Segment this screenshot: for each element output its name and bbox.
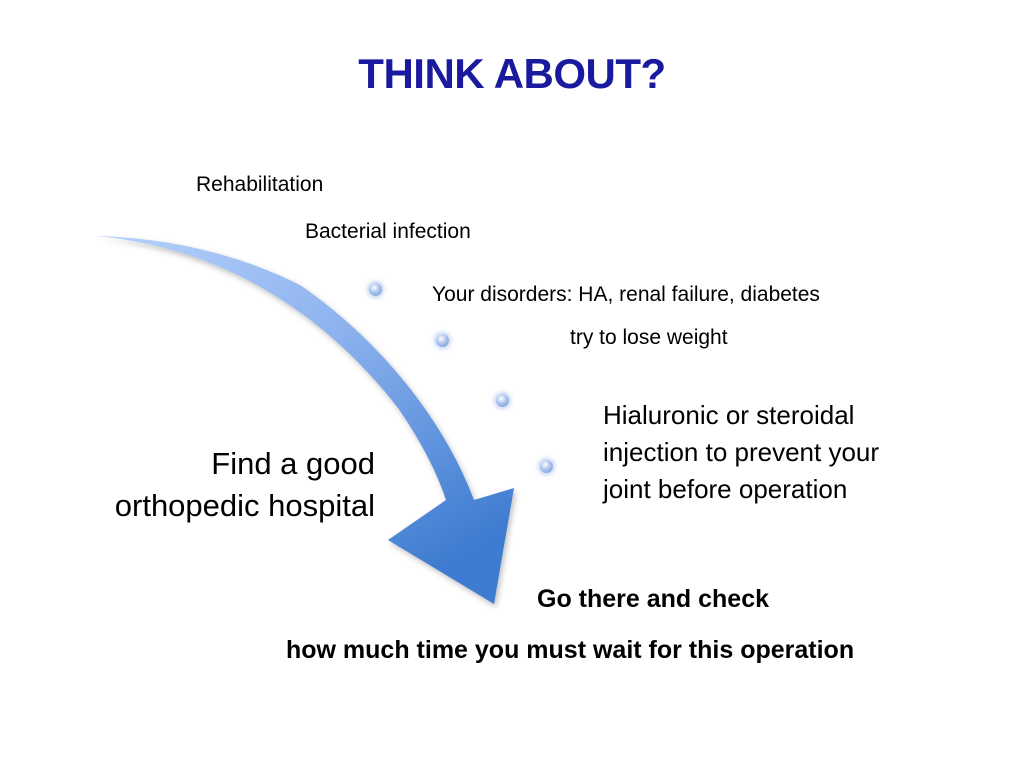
slide-title: THINK ABOUT?: [358, 50, 666, 97]
lose-weight-label: try to lose weight: [570, 326, 728, 349]
check-label: Go there and check: [537, 585, 770, 613]
hospital-line: Find a good: [211, 446, 375, 481]
wait-label: how much time you must wait for this ope…: [286, 636, 855, 664]
injection-line: injection to prevent your: [603, 437, 880, 467]
disorders-label: Your disorders: HA, renal failure, diabe…: [432, 283, 820, 306]
rehabilitation-label: Rehabilitation: [196, 173, 324, 196]
injection-line: Hialuronic or steroidal: [603, 400, 855, 430]
bullet-dot: [369, 283, 382, 296]
bullet-dot: [436, 334, 449, 347]
injection-line: joint before operation: [603, 474, 848, 504]
injection-text: Hialuronic or steroidal injection to pre…: [603, 397, 879, 508]
bullet-dot: [496, 394, 509, 407]
hospital-line: orthopedic hospital: [114, 488, 375, 523]
hospital-text: Find a good orthopedic hospital: [115, 443, 375, 527]
bullet-dot: [540, 460, 553, 473]
arrow-shape: [96, 236, 514, 604]
bacterial-infection-label: Bacterial infection: [305, 220, 471, 243]
